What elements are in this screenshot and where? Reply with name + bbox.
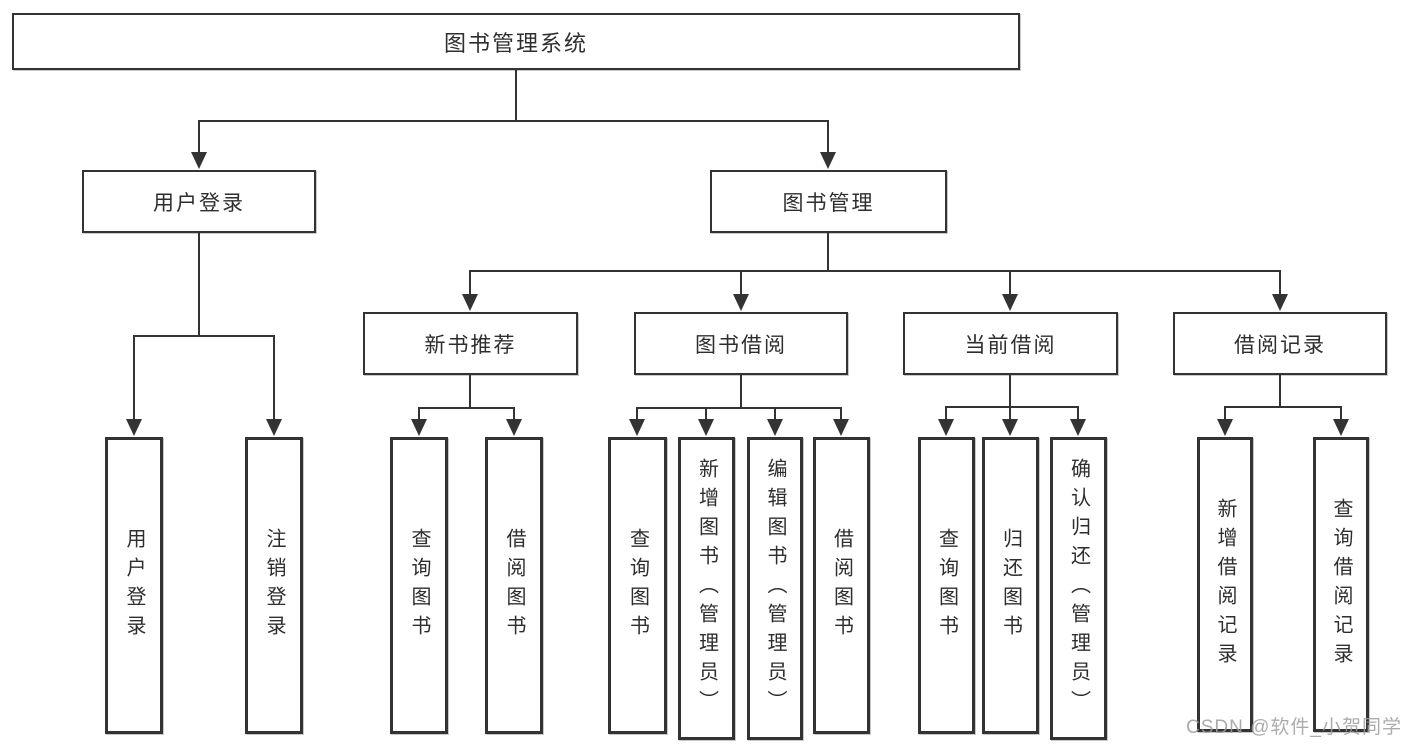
leaf-query-borrow-record: 查询借阅记录 <box>1313 437 1369 732</box>
node-label: 当前借阅 <box>964 333 1057 357</box>
connector-line <box>740 375 742 409</box>
node-current-borrowing: 当前借阅 <box>903 312 1118 375</box>
leaf-return-books: 归还图书 <box>982 437 1039 734</box>
connector-line <box>1279 375 1281 408</box>
leaf-borrow-books-newbook: 借阅图书 <box>485 437 543 734</box>
arrow-down-icon <box>820 120 836 169</box>
leaf-label: 注销登录 <box>263 527 285 644</box>
leaf-query-books-current: 查询图书 <box>918 437 975 734</box>
connector-line <box>198 120 829 122</box>
leaf-label: 查询图书 <box>935 527 958 644</box>
arrow-down-icon <box>266 335 282 436</box>
arrow-down-icon <box>833 407 849 436</box>
leaf-query-books-borrowing: 查询图书 <box>608 437 667 734</box>
leaf-label: 借阅图书 <box>830 527 853 644</box>
connector-line <box>469 375 471 409</box>
leaf-query-books-newbook: 查询图书 <box>390 437 448 734</box>
arrow-down-icon <box>462 270 478 311</box>
connector-line <box>945 406 1079 408</box>
arrow-down-icon <box>1217 406 1233 436</box>
arrow-down-icon <box>629 407 645 436</box>
connector-line <box>469 270 1281 272</box>
arrow-down-icon <box>1333 406 1349 436</box>
connector-line <box>418 407 515 409</box>
node-label: 借阅记录 <box>1234 333 1326 357</box>
leaf-add-borrow-record: 新增借阅记录 <box>1197 437 1253 732</box>
arrow-down-icon <box>411 407 427 436</box>
arrow-down-icon <box>938 406 954 436</box>
arrow-down-icon <box>733 270 749 311</box>
leaf-logout: 注销登录 <box>245 437 303 734</box>
leaf-label: 编辑图书（管理员） <box>764 458 786 719</box>
leaf-label: 用户登录 <box>123 527 145 644</box>
node-label: 图书管理 <box>782 191 875 215</box>
leaf-label: 确认归还（管理员） <box>1067 458 1090 719</box>
leaf-label: 新增图书（管理员） <box>695 458 718 719</box>
arrow-down-icon <box>506 407 522 436</box>
node-borrowing-records: 借阅记录 <box>1173 312 1387 375</box>
connector-line <box>827 233 829 272</box>
leaf-user-login: 用户登录 <box>105 437 163 734</box>
arrow-down-icon <box>698 407 714 436</box>
node-new-book-recommendation: 新书推荐 <box>363 312 578 375</box>
connector-line <box>1224 406 1342 408</box>
leaf-label: 查询图书 <box>626 527 649 644</box>
node-library-management-system: 图书管理系统 <box>12 13 1020 70</box>
leaf-borrow-books-borrowing: 借阅图书 <box>813 437 870 734</box>
leaf-edit-books-admin: 编辑图书（管理员） <box>747 437 803 740</box>
leaf-label: 新增借阅记录 <box>1214 497 1236 672</box>
arrow-down-icon <box>1002 270 1018 311</box>
leaf-label: 归还图书 <box>999 527 1022 644</box>
node-user-login: 用户登录 <box>82 170 316 233</box>
leaf-add-books-admin: 新增图书（管理员） <box>678 437 735 740</box>
leaf-confirm-return-admin: 确认归还（管理员） <box>1050 437 1107 740</box>
node-label: 图书借阅 <box>695 333 787 357</box>
connector-line <box>515 70 517 122</box>
watermark: CSDN @软件_小贺同学 <box>1186 717 1402 738</box>
leaf-label: 借阅图书 <box>503 527 525 644</box>
arrow-down-icon <box>1002 406 1018 436</box>
node-book-borrowing: 图书借阅 <box>634 312 848 375</box>
leaf-label: 查询借阅记录 <box>1330 497 1352 672</box>
node-label: 图书管理系统 <box>443 30 588 56</box>
arrow-down-icon <box>1272 270 1288 311</box>
leaf-label: 查询图书 <box>408 527 430 644</box>
arrow-down-icon <box>767 407 783 436</box>
connector-line <box>636 407 842 409</box>
node-label: 新书推荐 <box>424 333 517 357</box>
node-book-management: 图书管理 <box>710 170 947 233</box>
arrow-down-icon <box>191 120 207 169</box>
connector-line <box>198 233 200 337</box>
connector-line <box>1009 375 1011 408</box>
arrow-down-icon <box>126 335 142 436</box>
node-label: 用户登录 <box>153 191 245 215</box>
arrow-down-icon <box>1070 406 1086 436</box>
connector-line <box>133 335 275 337</box>
